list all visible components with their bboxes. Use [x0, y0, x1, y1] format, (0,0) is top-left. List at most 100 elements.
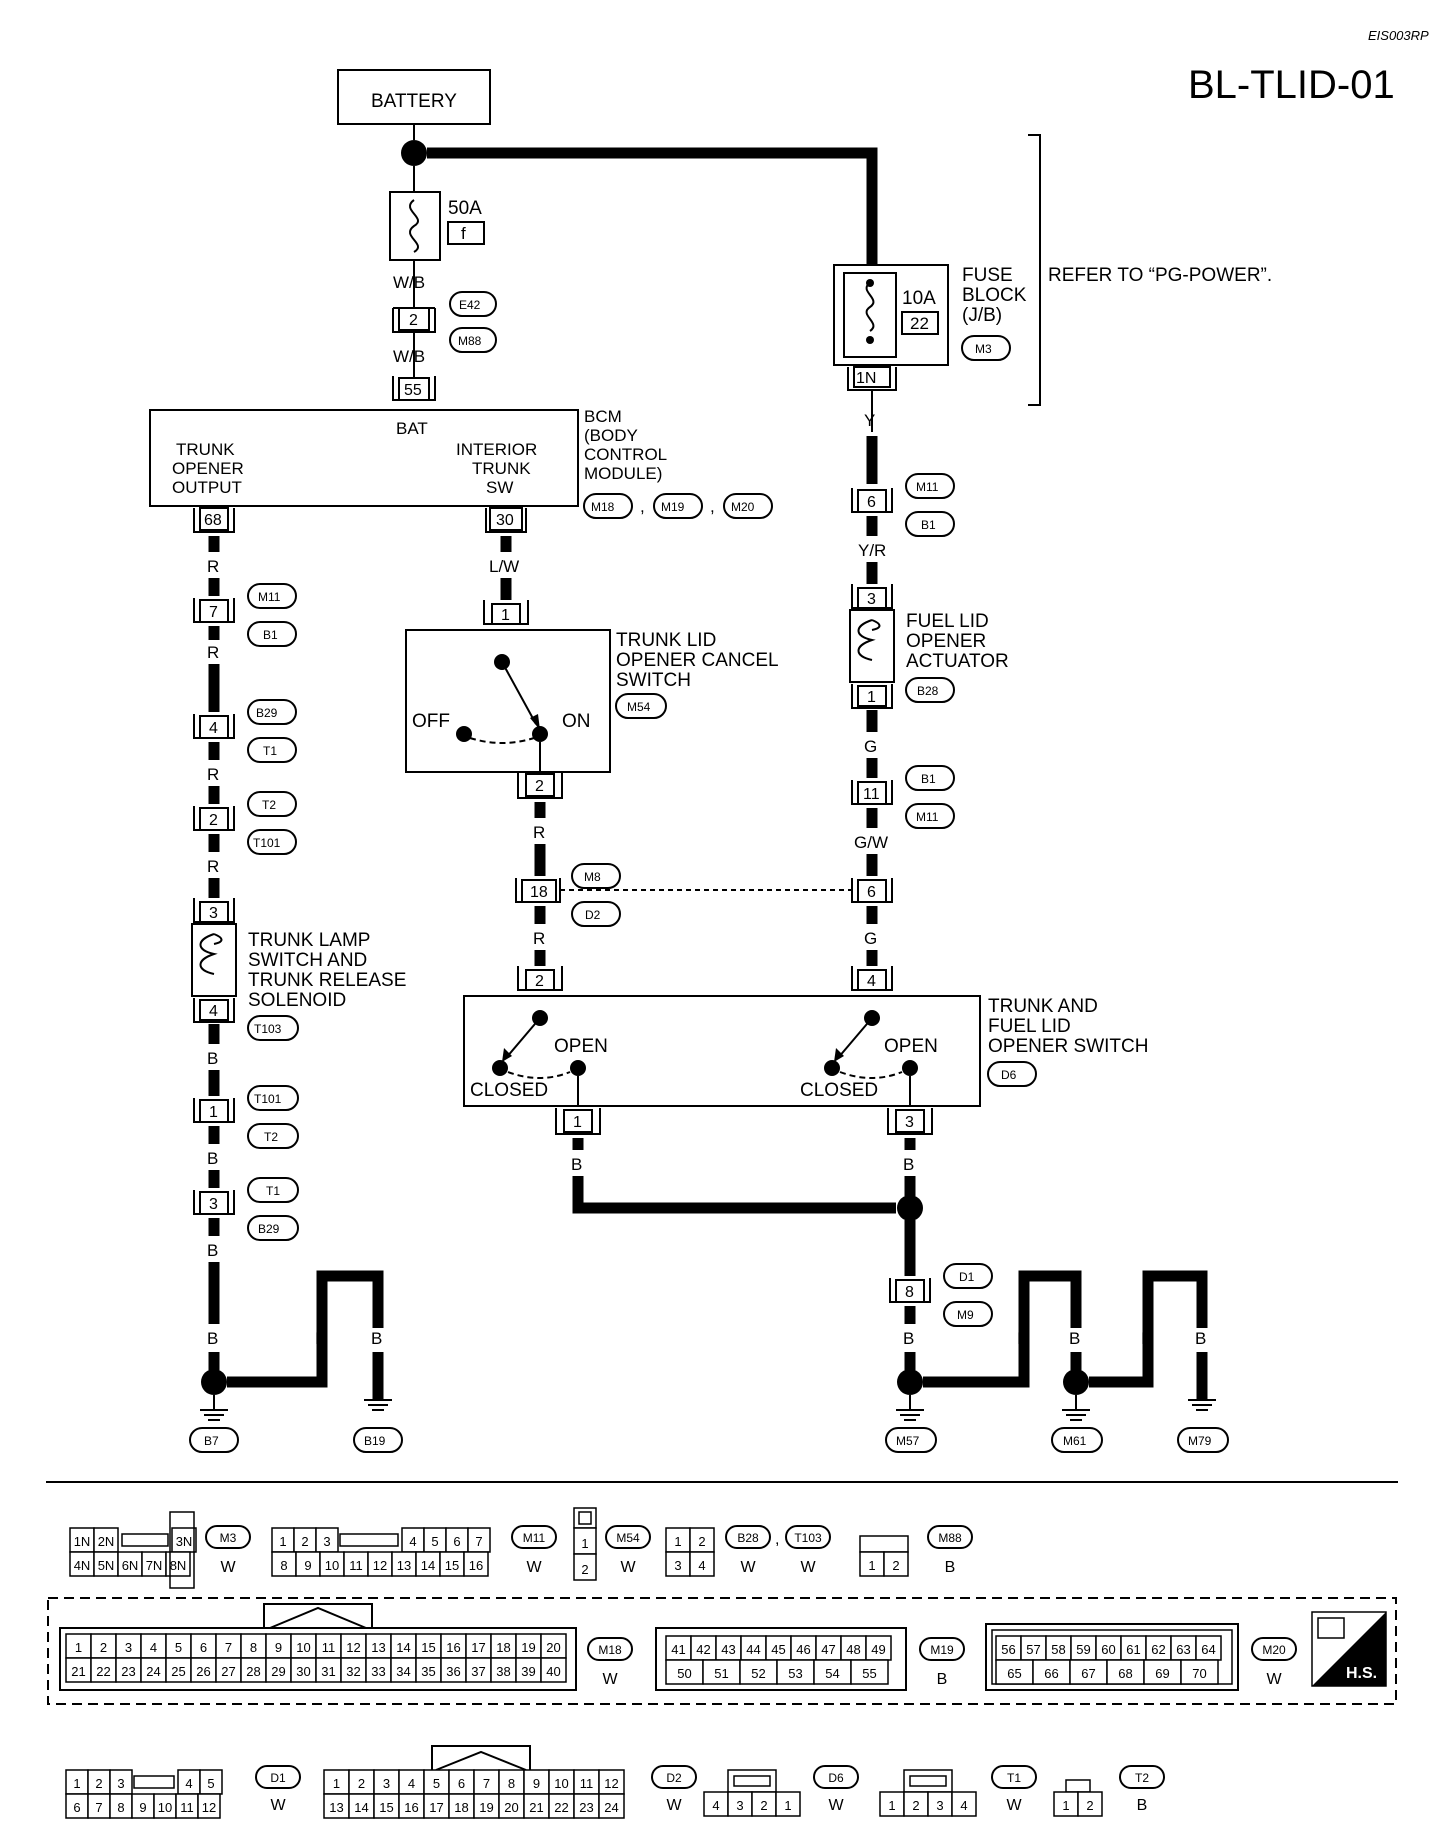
legend-d6-pin: 2 — [760, 1798, 767, 1813]
legend-m18-pin: 31 — [321, 1664, 335, 1679]
pin-fuse-1n: 1N — [856, 370, 876, 387]
legend-m11-cell — [319, 1551, 345, 1577]
svg-text:T2: T2 — [262, 798, 276, 812]
battery-splice — [401, 140, 427, 166]
legend-d6-cell — [775, 1791, 801, 1817]
legend-b28-cell — [689, 1527, 715, 1553]
svg-text:G: G — [864, 929, 877, 948]
svg-text:TRUNK RELEASE: TRUNK RELEASE — [248, 970, 406, 991]
pin-bcm-68: 68 — [204, 512, 222, 529]
legend-m18-cell — [165, 1657, 192, 1683]
legend-m18-pin: 23 — [121, 1664, 135, 1679]
legend-m19-color: B — [937, 1671, 948, 1688]
legend-t1-pin: 4 — [960, 1798, 967, 1813]
legend-badge-m18 — [587, 1637, 633, 1661]
legend-m18-pin: 10 — [296, 1640, 310, 1655]
fuel-actuator-label: FUEL LID — [906, 611, 989, 632]
svg-text:M88: M88 — [458, 334, 482, 348]
legend-m18-cell — [315, 1657, 342, 1683]
svg-text:ACTUATOR: ACTUATOR — [906, 651, 1009, 672]
conn-t1-left — [247, 737, 297, 763]
conn-t101-left2 — [247, 1085, 299, 1111]
legend-m11-color: W — [526, 1559, 542, 1576]
conn-t101-left — [247, 829, 297, 855]
svg-text:CONTROL: CONTROL — [584, 445, 667, 464]
legend-badge-t2-label: T2 — [1135, 1771, 1149, 1785]
svg-text:B: B — [207, 1241, 218, 1260]
legend-m19-pin: 49 — [871, 1642, 885, 1657]
cancel-switch-label: TRUNK LID — [616, 630, 716, 651]
legend-d2-pin: 20 — [504, 1800, 518, 1815]
svg-text:M19: M19 — [661, 500, 685, 514]
pin-t101-1: 1 — [209, 1104, 218, 1121]
svg-text:3: 3 — [209, 905, 218, 922]
legend-b28-cell — [665, 1551, 691, 1577]
legend-m3-pin: 4N — [74, 1558, 91, 1573]
legend-m88-cell — [883, 1551, 909, 1577]
legend-m19-pin: 53 — [788, 1666, 802, 1681]
conn-t1-left2 — [247, 1177, 299, 1203]
conn-m11-right2 — [905, 803, 955, 829]
legend-m20-pin: 66 — [1044, 1666, 1058, 1681]
legend-m20-pin: 70 — [1192, 1666, 1206, 1681]
conn-d1 — [943, 1263, 993, 1289]
svg-text:M54: M54 — [627, 700, 651, 714]
legend-m20-pin: 65 — [1007, 1666, 1021, 1681]
svg-text:M57: M57 — [896, 1434, 920, 1448]
legend-m20-pin: 62 — [1151, 1642, 1165, 1657]
svg-text:TRUNK: TRUNK — [176, 440, 235, 459]
legend-m54-pin: 2 — [581, 1562, 588, 1577]
pin-m8-18: 18 — [530, 884, 548, 901]
svg-text:OPENER CANCEL: OPENER CANCEL — [616, 650, 779, 671]
legend-d2-color: W — [666, 1797, 682, 1814]
legend-m18-cell — [190, 1657, 217, 1683]
svg-text:M18: M18 — [591, 500, 615, 514]
pin-m11-7: 7 — [209, 604, 218, 621]
conn-m20 — [723, 493, 773, 519]
conn-m11-right — [905, 473, 955, 499]
legend-m19-cell — [702, 1659, 741, 1685]
svg-text:B: B — [207, 1049, 218, 1068]
legend-m18-pin: 2 — [100, 1640, 107, 1655]
legend-t103-color: W — [800, 1559, 816, 1576]
fuel-lid-actuator — [849, 609, 895, 683]
legend-d2-pin: 1 — [333, 1776, 340, 1791]
svg-text:G: G — [864, 737, 877, 756]
legend-m18-pin: 11 — [322, 1640, 336, 1655]
legend-d2-cell — [598, 1793, 625, 1819]
svg-text:B: B — [571, 1155, 582, 1174]
svg-text:ON: ON — [562, 711, 591, 732]
legend-m54-pin: 1 — [581, 1536, 588, 1551]
legend-m11-pin: 15 — [445, 1558, 459, 1573]
fuse-10a-id: 22 — [910, 314, 929, 333]
svg-text:CLOSED: CLOSED — [800, 1080, 878, 1101]
legend-badge-m88-label: M88 — [938, 1531, 962, 1545]
legend-m19-cell — [813, 1659, 852, 1685]
legend-d2-pin: 15 — [379, 1800, 393, 1815]
legend-m11-cell — [343, 1551, 369, 1577]
legend-m19-pin: 46 — [796, 1642, 810, 1657]
svg-text:3: 3 — [867, 591, 876, 608]
legend-m19-pin: 55 — [862, 1666, 876, 1681]
legend-badge-m3 — [205, 1525, 251, 1549]
legend-m19-pin: 52 — [751, 1666, 765, 1681]
svg-text:T1: T1 — [263, 744, 277, 758]
legend-t2-pin: 1 — [1062, 1798, 1069, 1813]
legend-m3-pin: 7N — [146, 1558, 163, 1573]
legend-d1-pin: 8 — [117, 1800, 124, 1815]
legend-t1-pin: 3 — [936, 1798, 943, 1813]
legend-m18-cell — [540, 1657, 567, 1683]
legend-d1-pin: 12 — [202, 1800, 216, 1815]
legend-d2-pin: 19 — [479, 1800, 493, 1815]
legend-m20-cell — [1106, 1659, 1145, 1685]
trunk-release-solenoid — [191, 923, 237, 997]
pin-b29-4: 4 — [209, 720, 218, 737]
legend-badge-m20 — [1251, 1637, 1297, 1661]
trunk-lid-opener-cancel-switch — [405, 629, 611, 773]
legend-d2-pin: 10 — [554, 1776, 568, 1791]
legend-t1-pin: 1 — [888, 1798, 895, 1813]
svg-text:B29: B29 — [256, 706, 278, 720]
svg-text:B: B — [371, 1329, 382, 1348]
legend-m18-pin: 27 — [221, 1664, 235, 1679]
legend-t1-color: W — [1006, 1797, 1022, 1814]
